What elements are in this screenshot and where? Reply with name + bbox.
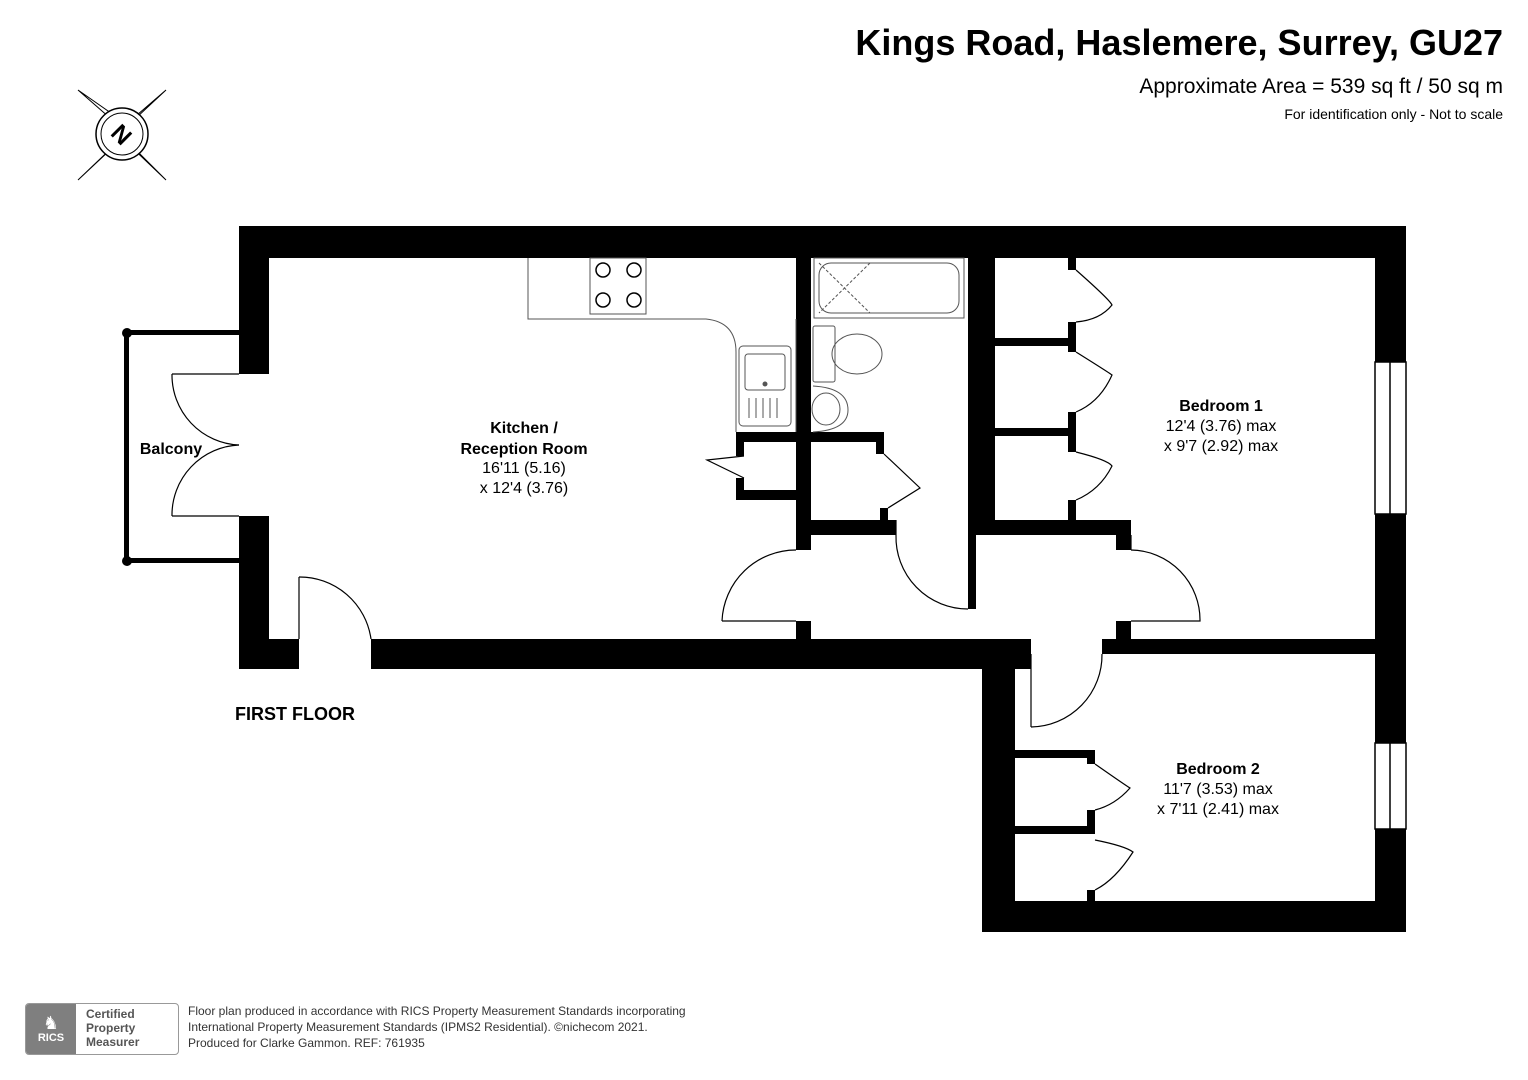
kitchen-worktop [527, 258, 797, 432]
windows [1374, 361, 1407, 830]
footer-line-3: Produced for Clarke Gammon. REF: 761935 [188, 1036, 425, 1050]
property-title: Kings Road, Haslemere, Surrey, GU27 [855, 22, 1503, 63]
walls [239, 226, 1406, 932]
lion-icon: ♞ [42, 1013, 60, 1033]
approximate-area: Approximate Area = 539 sq ft / 50 sq m [1139, 75, 1503, 98]
room-dim-bedroom2-line2: x 7'11 (2.41) max [1157, 801, 1279, 818]
room-name-balcony: Balcony [140, 441, 202, 458]
room-name-kitchen-line1: Kitchen / [490, 420, 558, 437]
room-dim-bedroom2-line1: 11'7 (3.53) max [1163, 781, 1272, 798]
rics-org: RICS [37, 1032, 65, 1044]
room-dim-bedroom1-line1: 12'4 (3.76) max [1166, 418, 1277, 435]
room-dim-kitchen-line1: 16'11 (5.16) [482, 460, 566, 477]
compass-icon: N [77, 89, 167, 181]
badge-line-3: Measurer [86, 1035, 140, 1049]
room-dim-kitchen-line2: x 12'4 (3.76) [480, 480, 568, 497]
door-swings [171, 269, 1201, 891]
badge-line-1: Certified [86, 1007, 135, 1021]
rics-badge: ♞ RICS Certified Property Measurer [25, 1003, 179, 1055]
toilet-icon [812, 325, 883, 383]
balcony-rail [122, 328, 239, 566]
footer-notes: Floor plan produced in accordance with R… [188, 1003, 686, 1051]
room-name-bedroom2: Bedroom 2 [1176, 761, 1260, 778]
hob-icon [589, 257, 647, 315]
basin-icon [811, 385, 849, 433]
bath-icon [813, 257, 965, 319]
floor-label: FIRST FLOOR [235, 704, 355, 724]
room-name-kitchen-line2: Reception Room [460, 441, 587, 458]
scale-note: For identification only - Not to scale [1284, 106, 1503, 122]
footer-line-1: Floor plan produced in accordance with R… [188, 1004, 686, 1018]
footer-line-2: International Property Measurement Stand… [188, 1020, 648, 1034]
room-dim-bedroom1-line2: x 9'7 (2.92) max [1164, 438, 1278, 455]
badge-line-2: Property [86, 1021, 136, 1035]
rics-logo: ♞ RICS [26, 1004, 76, 1054]
sink-icon [738, 345, 792, 427]
room-name-bedroom1: Bedroom 1 [1179, 398, 1263, 415]
